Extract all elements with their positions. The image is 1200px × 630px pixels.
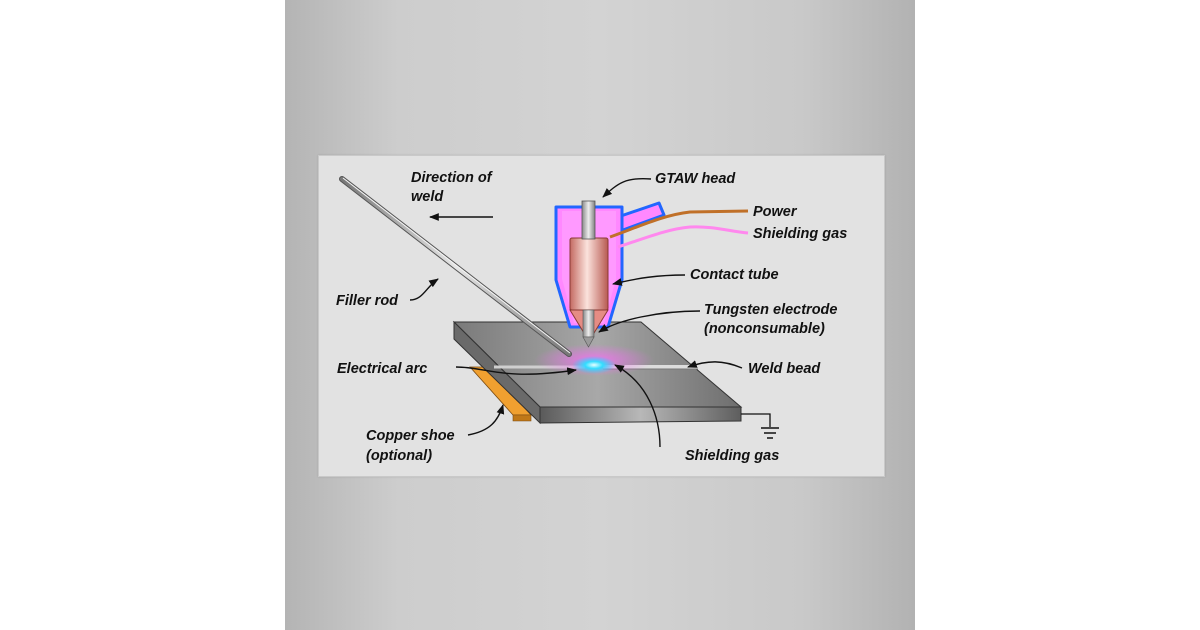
shielding-gas-in-label: Shielding gas (753, 226, 847, 242)
shielding-gas-arrow (614, 364, 661, 448)
contact-tube-label: Contact tube (690, 267, 779, 283)
gas-hose (617, 225, 749, 249)
electrical-arc-label: Electrical arc (337, 361, 427, 377)
copper-shoe-label-1: Copper shoe (366, 428, 455, 444)
electrical-arc-arrow (455, 366, 577, 376)
direction-label-1: Direction of (411, 170, 494, 186)
direction-label-2: weld (411, 189, 444, 205)
power-label: Power (753, 204, 798, 220)
gtaw-head-arrow (602, 177, 652, 198)
filler-rod-arrow (409, 278, 439, 301)
ground-icon (741, 413, 779, 439)
electrical-arc-glow (572, 356, 616, 374)
contact-tube-arrow (612, 274, 686, 286)
tungsten-label-1: Tungsten electrode (704, 302, 837, 318)
weld-bead-arrow (687, 360, 743, 369)
tungsten-label-2: (nonconsumable) (704, 321, 825, 337)
copper-shoe-arrow (467, 404, 505, 436)
power-cable (609, 209, 749, 239)
shielding-gas-out-label: Shielding gas (685, 448, 779, 464)
weld-bead-label: Weld bead (748, 361, 821, 377)
gtaw-diagram: Direction of weld GTAW head Power Shield… (336, 170, 847, 464)
tungsten-arrow (598, 310, 701, 333)
gtaw-torch (554, 200, 666, 348)
copper-shoe-label-2: (optional) (366, 448, 432, 464)
filler-rod-label: Filler rod (336, 293, 399, 309)
filler-rod (339, 176, 572, 357)
gtaw-head-label: GTAW head (655, 171, 736, 187)
